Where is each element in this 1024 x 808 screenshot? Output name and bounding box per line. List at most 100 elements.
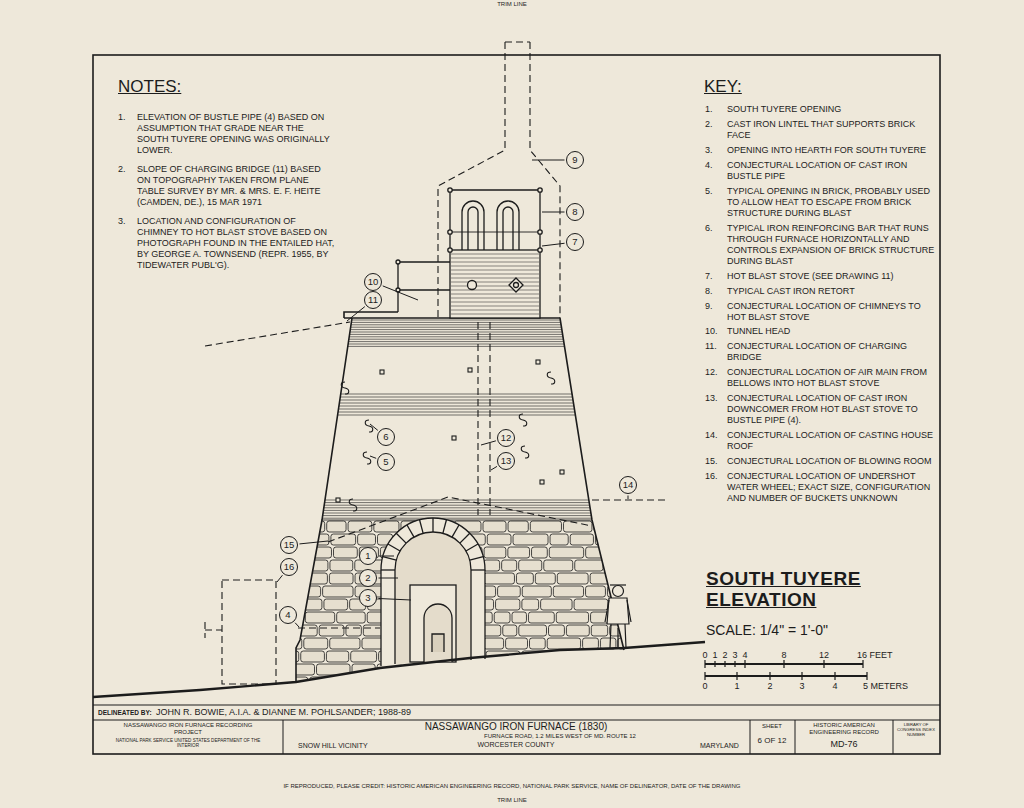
drawing-line: [547, 677, 577, 688]
callout-circle: 16: [280, 558, 298, 576]
iron-bars-and-openings: [365, 420, 373, 432]
drawing-line: [607, 586, 642, 597]
human-figure-scale: [613, 586, 624, 597]
callout-number: 4: [285, 610, 290, 620]
drawing-line: [579, 651, 613, 662]
drawing-line: [541, 690, 556, 701]
key-number: 1.: [705, 104, 713, 115]
cast-iron-retort: [538, 230, 542, 234]
drawing-line: [583, 638, 599, 649]
conjectural-dashed-lines: [478, 322, 490, 515]
drawing-line: [329, 573, 353, 584]
key-text: SOUTH TUYERE OPENING: [727, 104, 937, 115]
key-number: 11.: [705, 341, 717, 352]
scale-tick-label: 1: [734, 681, 739, 692]
drawing-line: [549, 547, 583, 558]
scale-tick-label: 2: [767, 681, 772, 692]
drawing-line: [633, 690, 652, 701]
furnace-outline: [296, 312, 624, 682]
drawing-line: [484, 547, 506, 558]
drawing-line: [571, 664, 599, 675]
drawing-line: [301, 651, 325, 662]
tuyere-arch: [443, 520, 447, 534]
scale-label: SCALE: 1/4" = 1'-0": [706, 622, 828, 639]
drawing-line: [300, 341, 640, 342]
tunnel-head-railing: [398, 262, 450, 312]
human-figure-scale: [605, 585, 631, 648]
hot-blast-stove: [451, 314, 539, 315]
iron-bars-and-openings: [452, 436, 456, 440]
key-number: 6.: [705, 223, 713, 234]
human-figure-scale: [610, 584, 626, 585]
scale-tick-label: 16 FEET: [857, 650, 893, 661]
key-text: CONJECTURAL LOCATION OF CASTING HOUSE RO…: [727, 430, 937, 452]
key-number: 2.: [705, 119, 713, 130]
title-block-text: LIBRARY OF CONGRESS INDEX NUMBER: [895, 723, 937, 737]
iron-bars-and-openings: [336, 498, 340, 502]
drawing-line: [547, 638, 580, 649]
drawing-line: [351, 651, 377, 662]
leader-line: [295, 623, 299, 627]
drawing-line: [300, 507, 640, 508]
key-number: 16.: [705, 471, 718, 482]
drawing-frame: [93, 720, 940, 721]
tuyere-arch: [388, 544, 400, 551]
callout-number: 3: [365, 593, 370, 603]
title-block-text: HISTORIC AMERICAN ENGINEERING RECORD: [798, 722, 890, 736]
key-number: 15.: [705, 456, 718, 467]
drawing-line: [484, 560, 500, 571]
drawing-line: [362, 638, 383, 649]
callout-circle: 1: [359, 547, 377, 565]
drawing-frame: [795, 720, 796, 754]
key-text: TYPICAL CAST IRON RETORT: [727, 286, 937, 297]
drawing-line: [601, 664, 633, 675]
drawing-line: [300, 346, 640, 347]
drawing-line: [295, 599, 322, 610]
drawing-line: [508, 547, 530, 558]
cast-iron-retort: [448, 248, 452, 252]
leader-line: [542, 212, 565, 213]
leader-line: [347, 307, 365, 321]
conjectural-dashed-lines: [505, 41, 530, 42]
title-block-text: MD-76: [830, 739, 857, 750]
iron-bars-and-openings: [341, 382, 349, 394]
hot-blast-stove: [451, 270, 539, 271]
scale-tick-label: 4: [742, 650, 747, 661]
note-number: 2.: [118, 164, 126, 175]
drawing-line: [300, 510, 640, 511]
title-block-text: NASSAWANGO IRON FURNACE RECORDING PROJEC…: [123, 722, 253, 736]
drawing-line: [514, 690, 539, 701]
cast-iron-retort: [449, 190, 450, 250]
drawing-line: [319, 625, 344, 636]
key-number: 10.: [705, 326, 718, 337]
drawing-line: [570, 534, 593, 545]
drawing-line: [300, 412, 640, 413]
key-text: OPENING INTO HEARTH FOR SOUTH TUYERE: [727, 145, 937, 156]
drawing-line: [636, 625, 659, 636]
key-number: 8.: [705, 286, 713, 297]
iron-bars-and-openings: [349, 499, 357, 511]
conjectural-dashed-lines: [298, 627, 380, 628]
drawing-line: [519, 625, 547, 636]
drawing-line: [563, 521, 591, 532]
key-text: CONJECTURAL LOCATION OF CHIMNEYS TO HOT …: [727, 301, 937, 323]
callout-number: 12: [501, 433, 512, 443]
drawing-line: [289, 690, 317, 701]
drawing-line: [530, 521, 561, 532]
callout-circle: 13: [497, 452, 515, 470]
hot-blast-stove: [450, 250, 540, 318]
scale-tick-label: 3: [799, 681, 804, 692]
tunnel-head-railing: [396, 260, 400, 264]
callout-number: 5: [383, 457, 388, 467]
conjectural-dashed-lines: [592, 499, 668, 500]
hot-blast-stove: [451, 274, 539, 275]
ground-line: [93, 642, 705, 697]
cast-iron-retort: [539, 190, 540, 250]
drawing-line: [305, 612, 334, 623]
drawing-line: [579, 677, 594, 688]
tuyere-arch: [381, 518, 485, 666]
drawing-line: [327, 521, 346, 532]
drawing-line: [506, 638, 528, 649]
drawing-line: [326, 651, 348, 662]
title-block-text: SNOW HILL VICINITY: [298, 742, 368, 751]
